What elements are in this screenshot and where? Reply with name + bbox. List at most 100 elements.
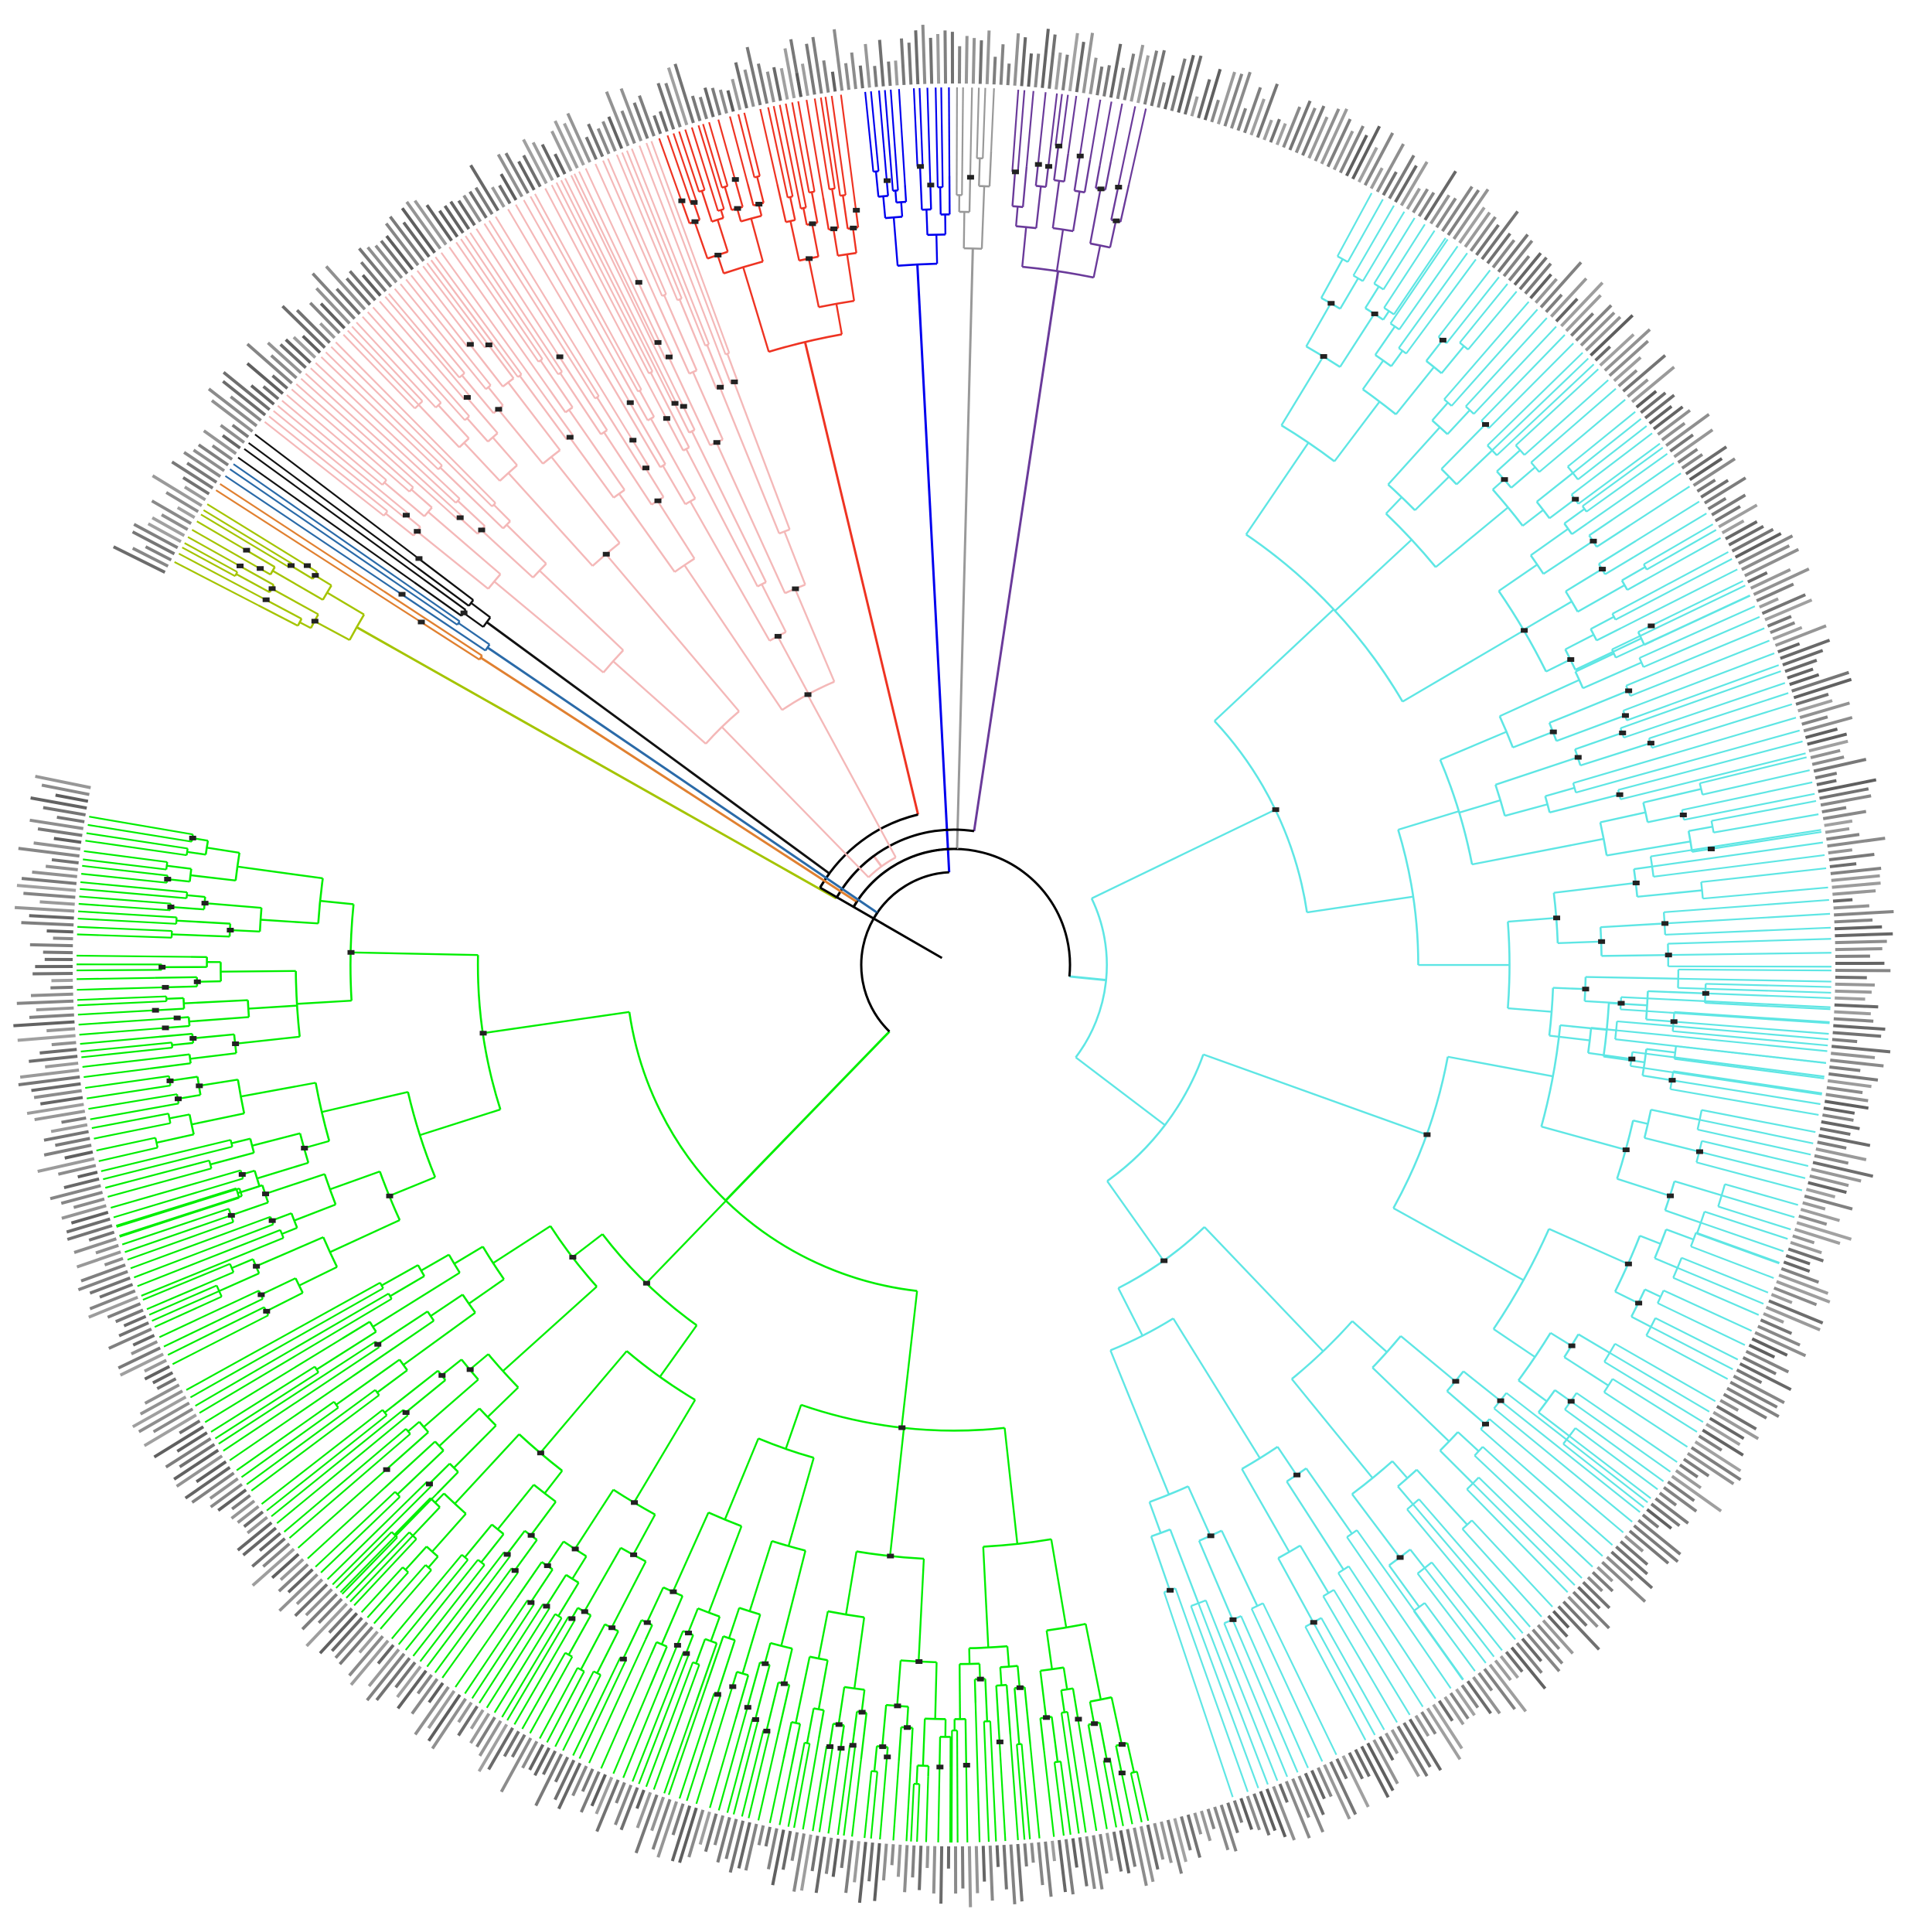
tip-label: [1812, 1161, 1874, 1178]
tip-label: [1833, 1017, 1874, 1023]
tree-branch: [831, 189, 840, 229]
tree-branch: [79, 895, 171, 905]
tree-branch: [1174, 1587, 1249, 1792]
tip-label: [744, 1823, 758, 1871]
tip-label: [278, 1573, 319, 1612]
tree-branch: [1552, 987, 1586, 990]
support-marker: [887, 1553, 894, 1559]
support-marker: [1310, 1620, 1317, 1625]
tree-branch: [257, 604, 298, 627]
clade-red: [658, 94, 860, 353]
tree-branch: [1705, 1001, 1831, 1011]
tree-branch: [1077, 1719, 1098, 1832]
tip-label: [29, 818, 84, 830]
tip-label: [336, 288, 361, 315]
tree-branch: [1512, 731, 1554, 748]
tree-branch: [1665, 1228, 1694, 1241]
tree-branch: [1537, 1389, 1556, 1413]
tree-branch: [156, 1133, 194, 1144]
stem-pink: [873, 855, 883, 868]
tree-branch: [1633, 513, 1707, 558]
tree-branch: [564, 406, 574, 414]
support-marker: [1667, 1193, 1675, 1198]
tip-label: [1494, 1659, 1512, 1682]
tip-label: [416, 1673, 433, 1695]
tip-label: [210, 399, 254, 433]
tree-branch: [1530, 387, 1617, 463]
tip-label: [39, 1096, 83, 1106]
tree-branch: [381, 1264, 419, 1287]
tree-branch: [82, 1055, 179, 1069]
tip-label: [308, 302, 341, 335]
tree-branch: [1382, 310, 1390, 321]
tip-label: [1802, 1201, 1826, 1211]
tip-label: [1388, 155, 1416, 199]
tree-branch: [1577, 442, 1661, 505]
tree-branch: [725, 352, 730, 356]
tree-branch: [982, 87, 986, 159]
tip-label: [517, 160, 536, 191]
tree-branch: [717, 1706, 748, 1811]
tree-branch: [130, 1215, 271, 1270]
tree-branch: [277, 404, 408, 514]
tree-branch: [425, 1546, 439, 1558]
tip-label: [1685, 445, 1728, 476]
tree-branch: [897, 262, 938, 267]
tip-label: [402, 221, 431, 258]
tip-label: [1681, 453, 1704, 470]
tree-branch: [1518, 1379, 1548, 1403]
tree-branch: [1075, 898, 1108, 1058]
tree-branch: [870, 90, 880, 172]
tip-label: [397, 1669, 428, 1710]
tip-label: [1441, 186, 1474, 233]
tip-label: [1432, 1703, 1463, 1750]
tip-label: [1628, 1529, 1670, 1565]
tree-branch: [204, 1338, 343, 1423]
tip-label: [123, 1314, 147, 1328]
tree-branch: [513, 1620, 576, 1725]
tree-branch: [925, 209, 929, 235]
tree-branch: [165, 861, 169, 870]
tree-branch: [1705, 983, 1831, 988]
tip-label: [1824, 819, 1853, 827]
tree-branch: [385, 1431, 429, 1471]
tree-branch: [240, 1082, 316, 1098]
support-marker: [164, 877, 172, 882]
tree-branch: [83, 858, 167, 871]
tip-label: [1698, 1434, 1722, 1452]
support-marker: [227, 1212, 235, 1218]
tree-branch: [1596, 524, 1630, 548]
tree-branch: [851, 1711, 858, 1746]
tip-label: [1596, 1566, 1613, 1583]
tip-label: [1834, 925, 1883, 931]
tip-label: [653, 114, 663, 135]
tree-branch: [258, 908, 263, 932]
tree-branch: [1025, 90, 1034, 167]
tree-branch: [1409, 1549, 1426, 1569]
tip-label: [690, 95, 702, 121]
tip-label: [1545, 293, 1563, 313]
tip-label: [743, 69, 755, 107]
tip-label: [745, 46, 762, 106]
tip-label: [231, 424, 250, 438]
tip-label: [285, 338, 312, 364]
tree-branch: [969, 1645, 1008, 1650]
support-marker: [744, 1705, 751, 1710]
tree-branch: [779, 104, 802, 209]
tree-branch: [468, 1278, 505, 1305]
tree-branch: [824, 97, 841, 196]
support-marker: [1624, 1261, 1632, 1266]
tree-branch: [419, 1108, 501, 1137]
tree-branch: [1172, 1318, 1261, 1459]
tree-branch: [743, 112, 761, 176]
support-marker: [263, 1308, 271, 1314]
support-marker: [963, 1763, 970, 1768]
support-marker: [174, 1096, 182, 1102]
tree-branch: [349, 614, 366, 641]
tree-branch: [1515, 368, 1600, 446]
tip-label: [873, 1842, 881, 1901]
tip-label: [1023, 1843, 1028, 1867]
tip-label: [810, 1835, 819, 1872]
tree-branch: [925, 1717, 946, 1720]
tip-label: [1213, 1806, 1230, 1851]
